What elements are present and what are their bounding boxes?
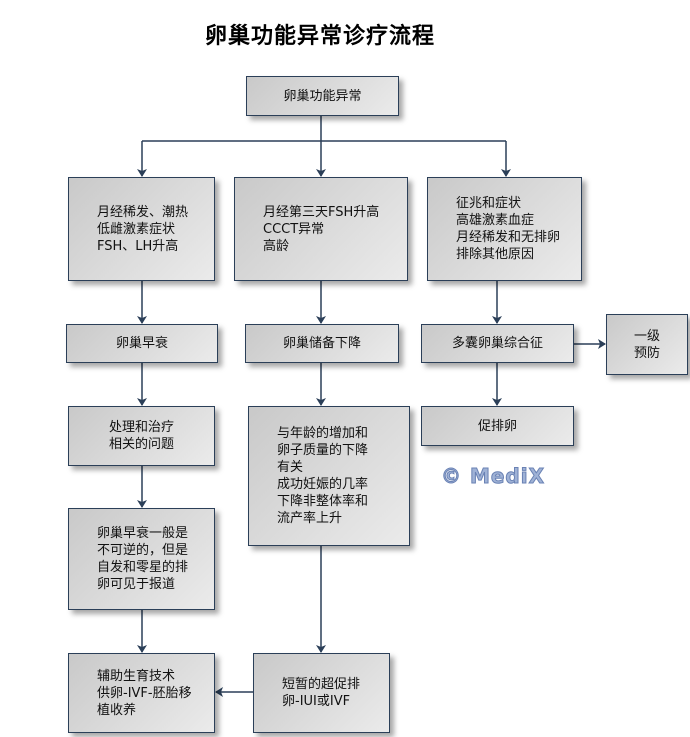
medix-watermark: © MediX (440, 464, 546, 489)
node-ovulation-induction: 促排卵 (421, 406, 574, 446)
node-text: 有关 (277, 460, 304, 475)
node-text: 自发和零星的排 (97, 560, 189, 575)
node-treat-related: 处理和治疗 相关的问题 (68, 406, 215, 466)
node-text: 处理和治疗 (108, 420, 174, 435)
node-text: 卵-IUI或IVF (282, 694, 351, 709)
node-symptoms-dor: 月经第三天FSH升高 CCCT异常 高龄 (234, 177, 408, 281)
node-text: 排除其他原因 (456, 247, 535, 262)
page-title: 卵巢功能异常诊疗流程 (204, 23, 435, 49)
node-text: 卵巢早衰一般是 (97, 526, 189, 541)
node-text: 辅助生育技术 (97, 668, 176, 684)
node-text: 植收养 (97, 702, 137, 718)
node-text: 成功妊娠的几率 (277, 477, 369, 492)
node-text: 低雌激素症状 (97, 221, 176, 237)
node-root-text: 卵巢功能异常 (283, 88, 362, 104)
node-text: 与年龄的增加和 (277, 426, 369, 441)
node-text: 高龄 (263, 238, 290, 254)
node-text: 供卵-IVF-胚胎移 (97, 685, 192, 701)
node-text: 下降非整体率和 (277, 494, 369, 509)
node-text: 相关的问题 (108, 437, 174, 452)
node-text: 月经稀发和无排卵 (456, 230, 561, 245)
node-art: 辅助生育技术 供卵-IVF-胚胎移 植收养 (68, 653, 215, 733)
node-text: 月经第三天FSH升高 (263, 204, 380, 220)
node-text: CCCT异常 (263, 221, 325, 237)
node-symptoms-poi: 月经稀发、潮热 低雌激素症状 FSH、LH升高 (68, 177, 215, 281)
node-symptoms-pcos: 征兆和症状 高雄激素血症 月经稀发和无排卵 排除其他原因 (427, 177, 582, 281)
node-pcos: 多囊卵巢综合征 (421, 324, 574, 363)
node-prevention: 一级 预防 (606, 314, 688, 375)
node-text: 卵巢早衰 (115, 336, 168, 351)
node-dor: 卵巢储备下降 (245, 324, 399, 363)
node-text: 促排卵 (477, 418, 517, 434)
node-dor-note: 与年龄的增加和 卵子质量的下降 有关 成功妊娠的几率 下降非整体率和 流产率上升 (248, 406, 410, 546)
node-text: 预防 (633, 345, 660, 361)
node-text: 高雄激素血症 (456, 213, 535, 228)
node-text: 流产率上升 (277, 511, 343, 526)
node-text: 卵可见于报道 (97, 577, 176, 592)
node-text: 月经稀发、潮热 (97, 204, 189, 220)
node-text: 卵子质量的下降 (277, 443, 369, 458)
node-text: 多囊卵巢综合征 (451, 336, 543, 351)
node-short-stim: 短暂的超促排 卵-IUI或IVF (253, 653, 390, 733)
node-text: 短暂的超促排 (282, 677, 361, 692)
node-text: 卵巢储备下降 (282, 336, 361, 351)
node-poi: 卵巢早衰 (66, 324, 218, 363)
node-text: 征兆和症状 (456, 196, 522, 211)
node-text: 一级 (633, 328, 660, 344)
node-text: 不可逆的，但是 (97, 543, 189, 558)
node-root: 卵巢功能异常 (246, 76, 399, 116)
node-text: FSH、LH升高 (97, 238, 179, 254)
node-poi-note: 卵巢早衰一般是 不可逆的，但是 自发和零星的排 卵可见于报道 (68, 508, 215, 610)
